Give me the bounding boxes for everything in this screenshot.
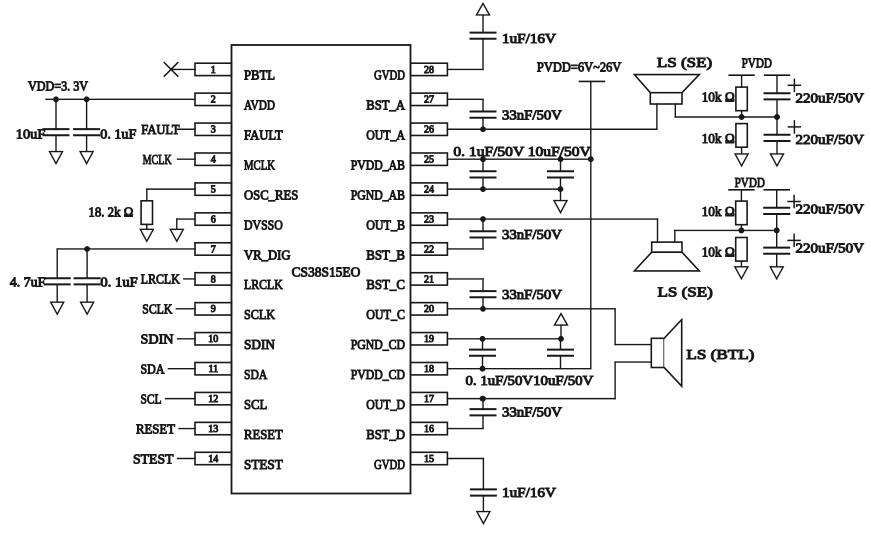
svg-text:220uF/50V: 220uF/50V: [796, 133, 865, 148]
svg-text:26: 26: [424, 125, 434, 136]
svg-text:1: 1: [211, 65, 216, 76]
svg-text:BST_C: BST_C: [366, 278, 405, 293]
svg-text:220uF/50V: 220uF/50V: [796, 91, 865, 106]
svg-text:MCLK: MCLK: [143, 153, 172, 168]
svg-text:FAULT: FAULT: [141, 123, 180, 138]
svg-text:LRCLK: LRCLK: [141, 273, 180, 288]
svg-text:0. 1uF/50V 10uF/50V: 0. 1uF/50V 10uF/50V: [453, 145, 590, 160]
svg-text:7: 7: [211, 244, 216, 255]
svg-text:RESET: RESET: [136, 422, 175, 437]
svg-text:BST_B: BST_B: [366, 248, 405, 263]
svg-text:LS (SE): LS (SE): [657, 56, 713, 71]
svg-text:12: 12: [208, 394, 218, 405]
svg-text:220uF/50V: 220uF/50V: [796, 242, 865, 257]
svg-text:27: 27: [424, 95, 434, 106]
svg-text:0. 1uF: 0. 1uF: [100, 128, 136, 143]
svg-text:10k Ω: 10k Ω: [702, 245, 735, 260]
svg-text:28: 28: [424, 65, 434, 76]
svg-text:18. 2k Ω: 18. 2k Ω: [88, 205, 133, 220]
svg-text:CS38S15EO: CS38S15EO: [292, 265, 361, 280]
svg-text:SDIN: SDIN: [244, 338, 275, 353]
svg-text:33nF/50V: 33nF/50V: [502, 288, 562, 303]
svg-text:DVSSO: DVSSO: [244, 218, 283, 233]
svg-text:BST_D: BST_D: [366, 428, 405, 443]
svg-text:4. 7uF: 4. 7uF: [10, 276, 46, 291]
svg-text:LS (SE): LS (SE): [658, 286, 714, 301]
svg-text:14: 14: [208, 454, 218, 465]
svg-text:13: 13: [208, 424, 218, 435]
svg-text:22: 22: [424, 244, 434, 255]
svg-text:SCLK: SCLK: [142, 303, 172, 318]
svg-text:RESET: RESET: [244, 428, 283, 443]
svg-text:MCLK: MCLK: [244, 158, 275, 173]
svg-text:PVDD_CD: PVDD_CD: [351, 368, 405, 383]
svg-text:6: 6: [211, 214, 216, 225]
svg-text:OUT_C: OUT_C: [366, 308, 405, 323]
svg-text:11: 11: [208, 364, 218, 375]
svg-text:SDA: SDA: [244, 368, 268, 383]
svg-text:PVDD_AB: PVDD_AB: [351, 158, 405, 173]
svg-text:5: 5: [211, 185, 216, 196]
svg-text:OUT_A: OUT_A: [366, 129, 405, 144]
svg-text:OUT_D: OUT_D: [366, 398, 405, 413]
svg-text:10k Ω: 10k Ω: [702, 205, 735, 220]
svg-text:SCL: SCL: [141, 392, 162, 407]
svg-text:10uF: 10uF: [16, 128, 46, 143]
svg-text:10k Ω: 10k Ω: [702, 132, 735, 147]
svg-text:LRCLK: LRCLK: [244, 278, 283, 293]
svg-text:17: 17: [424, 394, 434, 405]
svg-text:3: 3: [211, 125, 216, 136]
svg-text:9: 9: [211, 304, 216, 315]
svg-text:PBTL: PBTL: [244, 69, 275, 84]
svg-text:PVDD=6V~26V: PVDD=6V~26V: [537, 61, 621, 76]
svg-text:SDA: SDA: [141, 363, 166, 378]
svg-text:33nF/50V: 33nF/50V: [502, 228, 562, 243]
svg-text:0. 1uF/50V10uF/50V: 0. 1uF/50V10uF/50V: [466, 374, 594, 389]
svg-text:19: 19: [424, 334, 434, 345]
svg-text:PGND_CD: PGND_CD: [351, 338, 405, 353]
svg-text:1uF/16V: 1uF/16V: [502, 32, 556, 47]
svg-text:SDIN: SDIN: [141, 333, 174, 348]
svg-text:BST_A: BST_A: [366, 99, 406, 114]
svg-text:4: 4: [211, 155, 216, 166]
svg-text:20: 20: [424, 304, 434, 315]
svg-text:2: 2: [211, 95, 216, 106]
svg-text:AVDD: AVDD: [244, 99, 275, 114]
svg-text:PGND_AB: PGND_AB: [351, 188, 405, 203]
svg-text:SCLK: SCLK: [244, 308, 275, 323]
svg-text:STEST: STEST: [133, 452, 174, 467]
svg-text:15: 15: [424, 454, 434, 465]
svg-text:10: 10: [208, 334, 218, 345]
svg-text:PVDD: PVDD: [742, 56, 772, 71]
svg-text:FAULT: FAULT: [244, 129, 283, 144]
svg-text:10k Ω: 10k Ω: [702, 90, 735, 105]
svg-text:GVDD: GVDD: [374, 458, 405, 473]
svg-text:21: 21: [424, 274, 434, 285]
svg-text:LS (BTL): LS (BTL): [686, 348, 754, 363]
svg-text:8: 8: [211, 274, 216, 285]
svg-text:33nF/50V: 33nF/50V: [502, 406, 562, 421]
svg-text:33nF/50V: 33nF/50V: [502, 109, 562, 124]
svg-text:SCL: SCL: [244, 398, 267, 413]
svg-text:25: 25: [424, 155, 434, 166]
svg-text:STEST: STEST: [244, 458, 283, 473]
svg-text:OUT_B: OUT_B: [366, 218, 405, 233]
svg-text:16: 16: [424, 424, 434, 435]
svg-text:0. 1uF: 0. 1uF: [100, 276, 138, 291]
svg-text:VR_DIG: VR_DIG: [244, 248, 291, 263]
svg-text:18: 18: [424, 364, 434, 375]
svg-text:PVDD: PVDD: [735, 176, 765, 191]
svg-text:23: 23: [424, 214, 434, 225]
svg-text:VDD=3. 3V: VDD=3. 3V: [28, 80, 88, 95]
svg-text:OSC_RES: OSC_RES: [244, 188, 298, 203]
svg-text:GVDD: GVDD: [374, 69, 405, 84]
svg-text:1uF/16V: 1uF/16V: [502, 486, 556, 501]
svg-text:24: 24: [424, 185, 434, 196]
svg-text:220uF/50V: 220uF/50V: [796, 203, 865, 218]
